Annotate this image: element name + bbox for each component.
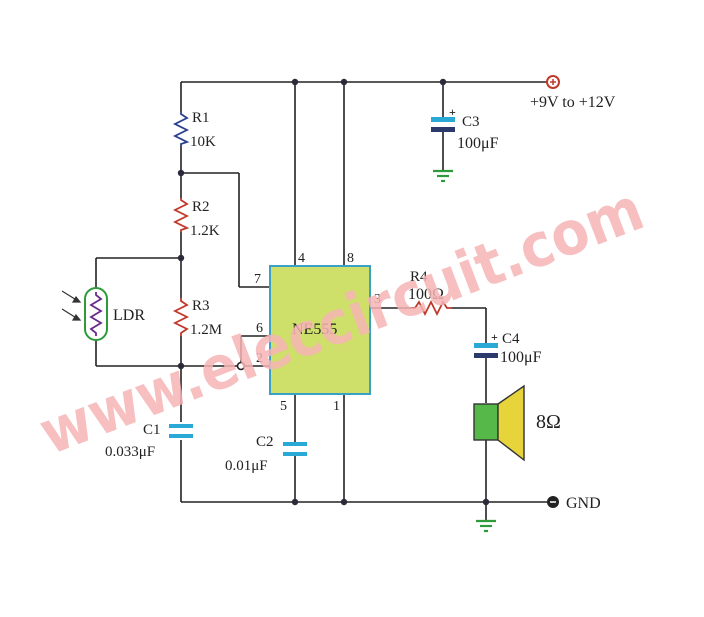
pin-6-label: 6 — [256, 321, 263, 336]
speaker-icon: 8Ω — [473, 384, 561, 462]
ground-symbol-speaker — [476, 519, 496, 533]
resistor-r4: R4 100Ω — [408, 269, 452, 317]
ground-label: GND — [566, 495, 601, 512]
c4-value: 100μF — [500, 349, 542, 366]
ground-terminal: GND — [547, 495, 601, 512]
c3-ref: C3 — [462, 114, 480, 130]
r1-value: 10K — [190, 134, 216, 150]
supply-terminal: +9V to +12V — [530, 75, 616, 111]
capacitor-c4: + C4 100μF — [474, 330, 542, 366]
c2-value: 0.01μF — [225, 458, 268, 474]
pin-1-label: 1 — [333, 399, 340, 414]
ic-name: NE555 — [292, 321, 337, 338]
r2-value: 1.2K — [190, 223, 220, 239]
c4-polarity: + — [491, 330, 498, 344]
ldr: LDR — [61, 287, 145, 341]
light-arrows-icon — [61, 290, 82, 321]
r4-ref: R4 — [410, 269, 428, 285]
pin-4-label: 4 — [298, 251, 305, 266]
resistor-r2: R2 1.2K — [172, 198, 220, 239]
capacitor-c2: C2 0.01μF — [225, 434, 307, 474]
supply-label: +9V to +12V — [530, 94, 616, 111]
r2-ref: R2 — [192, 199, 210, 215]
r3-value: 1.2M — [190, 322, 222, 338]
c2-ref: C2 — [256, 434, 274, 450]
c3-value: 100μF — [457, 135, 499, 152]
pin-5-label: 5 — [280, 399, 287, 414]
ground-symbol-c3 — [433, 169, 453, 183]
speaker-value: 8Ω — [536, 411, 561, 433]
ldr-label: LDR — [113, 307, 145, 324]
resistor-r1: R1 10K — [172, 110, 216, 150]
c1-value: 0.033μF — [105, 444, 155, 460]
pin-3-label: 3 — [374, 292, 381, 307]
pin-8-label: 8 — [347, 251, 354, 266]
r3-ref: R3 — [192, 298, 210, 314]
pin-7-label: 7 — [254, 272, 261, 287]
c4-ref: C4 — [502, 331, 520, 347]
capacitor-c3: + C3 100μF — [431, 105, 499, 152]
r1-ref: R1 — [192, 110, 210, 126]
junction-dots — [177, 78, 490, 506]
resistor-r3: R3 1.2M — [172, 298, 222, 338]
ne555-ic: NE555 4 8 7 6 2 3 5 1 — [254, 251, 381, 414]
pin-2-label: 2 — [256, 351, 263, 366]
c3-polarity: + — [449, 105, 456, 119]
r4-value: 100Ω — [408, 286, 444, 303]
capacitor-c1: C1 0.033μF — [105, 422, 193, 460]
c1-ref: C1 — [143, 422, 161, 438]
